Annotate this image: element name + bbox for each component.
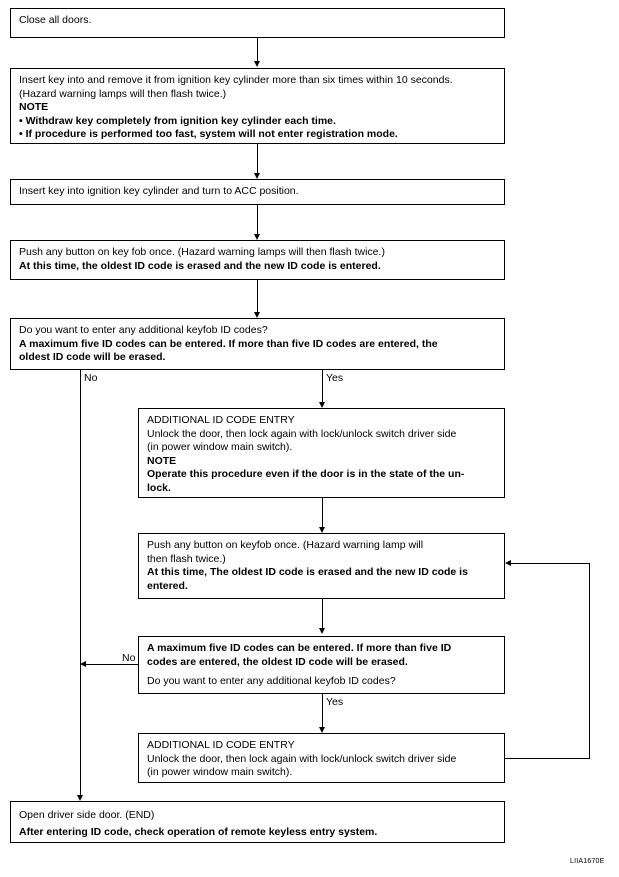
connector-loopback-bottom [505, 758, 590, 759]
connector-push-to-decision1 [257, 280, 258, 316]
arrowhead-down [254, 61, 260, 67]
edge-label-no-first: No [84, 372, 98, 384]
node-line: Close all doors. [19, 14, 92, 26]
node-line: A maximum five ID codes can be entered. … [19, 337, 438, 350]
edge-label-yes-second: Yes [326, 696, 344, 708]
node-decision-additional-codes-first: Do you want to enter any additional keyf… [10, 318, 505, 370]
node-push-button-keyfob-first: Push any button on key fob once. (Hazard… [10, 240, 505, 280]
node-insert-remove-key: Insert key into and remove it from ignit… [10, 68, 505, 144]
node-line: Insert key into ignition key cylinder an… [19, 185, 299, 197]
node-line: • If procedure is performed too fast, sy… [19, 128, 398, 141]
node-line: Push any button on key fob once. (Hazard… [19, 246, 385, 258]
arrowhead-down [319, 727, 325, 733]
node-line: NOTE [19, 101, 49, 114]
node-turn-to-acc: Insert key into ignition key cylinder an… [10, 179, 505, 205]
node-line: Unlock the door, then lock again with lo… [147, 427, 457, 440]
connector-loopback-top [508, 563, 590, 564]
node-open-driver-door-end: Open driver side door. (END) After enter… [10, 801, 505, 843]
edge-label-yes-first: Yes [326, 372, 344, 384]
node-line: Unlock the door, then lock again with lo… [147, 752, 457, 765]
node-close-all-doors: Close all doors. [10, 8, 505, 38]
node-line: A maximum five ID codes can be entered. … [147, 642, 452, 654]
arrowhead-down [254, 234, 260, 240]
node-line: Open driver side door. (END) [19, 809, 155, 821]
connector-loopback-right [589, 563, 590, 759]
node-line: Do you want to enter any additional keyf… [19, 324, 268, 336]
node-line: entered. [147, 579, 188, 592]
arrowhead-down [254, 312, 260, 318]
node-line: Push any button on keyfob once. (Hazard … [147, 539, 424, 551]
node-line: At this time, The oldest ID code is eras… [147, 566, 468, 579]
node-line: Insert key into and remove it from ignit… [19, 74, 453, 86]
node-additional-id-code-entry-second: ADDITIONAL ID CODE ENTRY Unlock the door… [138, 733, 505, 783]
node-line: NOTE [147, 454, 177, 467]
connector-no-branch-second-horizontal [83, 664, 138, 665]
node-line: Do you want to enter any additional keyf… [147, 675, 396, 688]
arrowhead-down [319, 628, 325, 634]
node-line: ADDITIONAL ID CODE ENTRY [147, 739, 295, 751]
node-line: ADDITIONAL ID CODE ENTRY [147, 414, 295, 426]
connector-yes-branch-second-vertical [322, 694, 323, 731]
node-line: (in power window main switch). [147, 766, 293, 779]
connector-no-branch-vertical [80, 370, 81, 799]
node-additional-id-code-entry-first: ADDITIONAL ID CODE ENTRY Unlock the door… [138, 408, 505, 498]
node-line: After entering ID code, check operation … [19, 825, 378, 838]
node-line: (in power window main switch). [147, 441, 293, 454]
connector-yes-branch-vertical [322, 370, 323, 406]
node-line: then flash twice.) [147, 552, 226, 565]
node-line: (Hazard warning lamps will then flash tw… [19, 87, 227, 100]
arrowhead-down [77, 795, 83, 801]
node-line: • Withdraw key completely from ignition … [19, 114, 336, 127]
node-push-button-keyfob-second: Push any button on keyfob once. (Hazard … [138, 533, 505, 599]
node-line: Operate this procedure even if the door … [147, 468, 465, 481]
connector-push2-to-decision2 [322, 599, 323, 632]
node-line: codes are entered, the oldest ID code wi… [147, 655, 408, 668]
arrowhead-left [505, 560, 511, 566]
connector-insert-to-acc [257, 144, 258, 177]
connector-entry1-to-push2 [322, 498, 323, 531]
node-line: oldest ID code will be erased. [19, 351, 166, 364]
arrowhead-down [319, 402, 325, 408]
edge-label-no-second: No [122, 652, 136, 664]
connector-close-to-insert [257, 38, 258, 63]
node-line: lock. [147, 481, 171, 494]
arrowhead-left [80, 661, 86, 667]
connector-acc-to-push [257, 205, 258, 238]
figure-id-code: LIIA1670E [570, 858, 605, 865]
node-decision-additional-codes-second: A maximum five ID codes can be entered. … [138, 636, 505, 694]
node-line: At this time, the oldest ID code is eras… [19, 259, 381, 272]
arrowhead-down [319, 527, 325, 533]
arrowhead-down [254, 173, 260, 179]
